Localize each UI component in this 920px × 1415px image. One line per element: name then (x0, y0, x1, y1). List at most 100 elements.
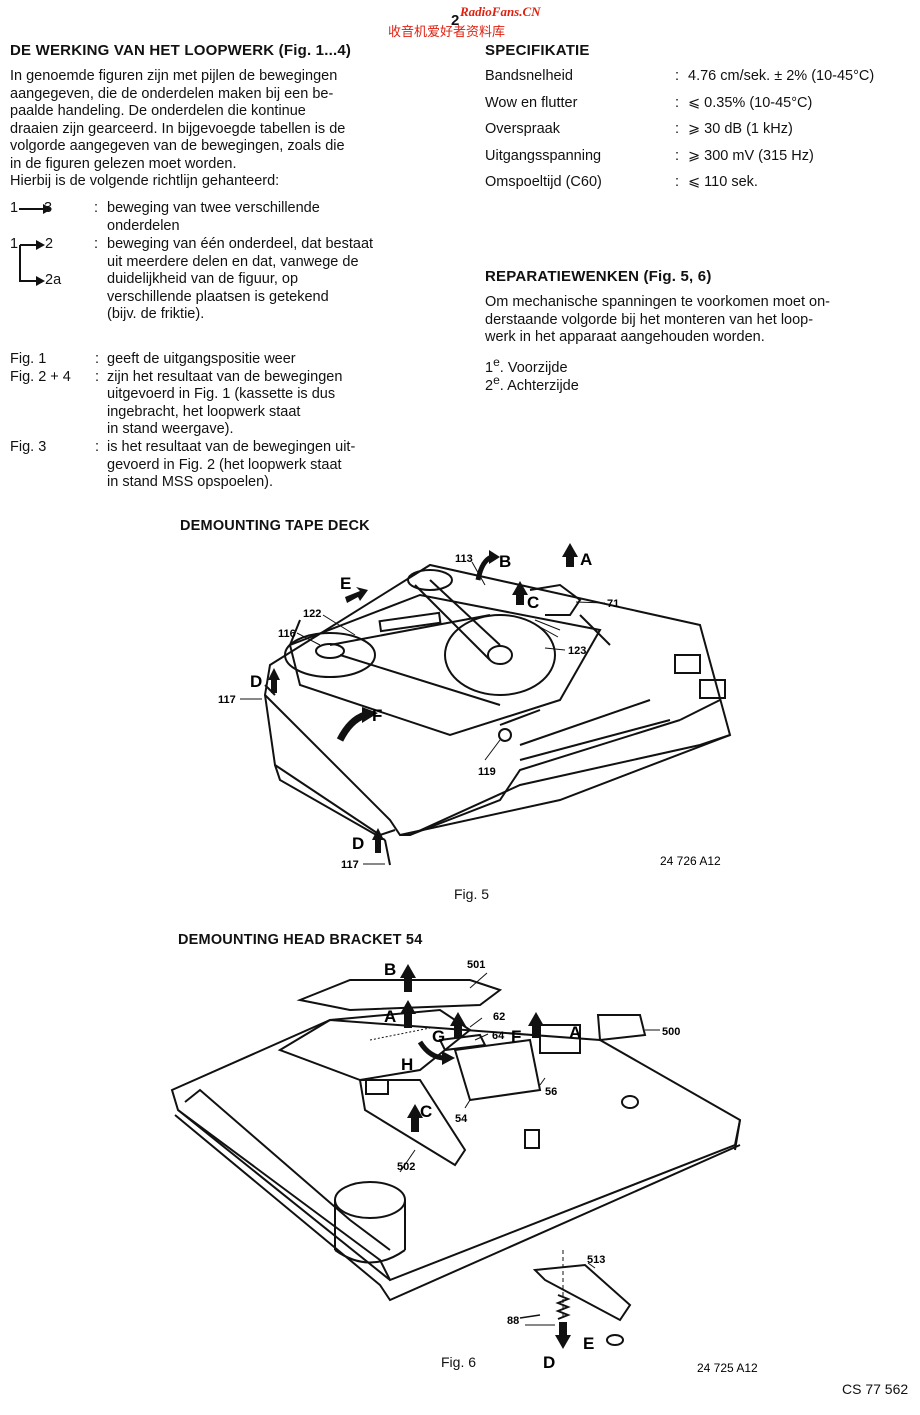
watermark-site: RadioFans.CN (460, 4, 541, 19)
fig5-label-113: 113 (455, 553, 473, 565)
fig-desc: uitgevoerd in Fig. 1 (kassette is dus (107, 386, 336, 402)
repair-step: 2e. Achterzijde (485, 373, 579, 394)
bracket-arrow-icon (19, 240, 45, 286)
fig5-label-122: 122 (303, 608, 321, 620)
fig6-label-g: G (432, 1027, 445, 1046)
watermark-cn: 收音机爱好者资料库 (388, 24, 506, 39)
fig6-title: DEMOUNTING HEAD BRACKET 54 (178, 932, 423, 948)
fig5-label-119: 119 (478, 766, 496, 778)
fig6-label-d: D (543, 1353, 555, 1372)
legend-one-part: 1 2 2a : beweging van één onderdeel, dat… (10, 236, 374, 322)
fig-desc: geeft de uitgangspositie weer (107, 351, 296, 367)
fig6-label-513: 513 (587, 1254, 605, 1266)
fig6-label-64: 64 (492, 1030, 505, 1042)
repair-line: Om mechanische spanningen te voorkomen m… (485, 294, 830, 310)
repair-heading: REPARATIEWENKEN (Fig. 5, 6) (485, 268, 712, 285)
fig-desc: in stand MSS opspoelen). (107, 474, 274, 490)
legend-text: onderdelen (107, 217, 180, 234)
spec-value: 4.76 cm/sek. ± 2% (10-45°C) (688, 68, 875, 84)
fig5-label-117: 117 (218, 694, 236, 706)
fig5-label-e: E (340, 574, 351, 593)
fig6-label-h: H (401, 1055, 413, 1074)
para-line: In genoemde figuren zijn met pijlen de b… (10, 68, 338, 84)
fig6-label-f: F (511, 1027, 521, 1046)
fig-key: Fig. 1 (10, 351, 47, 367)
fig5-label-d: D (250, 672, 262, 691)
fig-desc: in stand weergave). (107, 421, 234, 437)
fig5-label-f: F (372, 706, 382, 725)
arrow-to: 3 (44, 200, 53, 216)
spec-label: Overspraak (485, 121, 560, 137)
head-bracket-illustration: B A A G F H C D E 501 62 64 500 54 56 50… (170, 959, 758, 1375)
arrow-from: 1 (10, 236, 19, 252)
legend-text: (bijv. de friktie). (107, 306, 205, 322)
arrow-from: 1 (10, 200, 19, 216)
para-line: Hierbij is de volgende richtlijn gehante… (10, 173, 280, 189)
spec-value: ⩾ 30 dB (1 kHz) (688, 121, 793, 137)
fig5-label-b: B (499, 552, 511, 571)
legend-text: beweging van twee verschillende (107, 200, 320, 216)
para-line: aangegeven, die de onderdelen maken bij … (10, 85, 334, 102)
operation-paragraph: In genoemde figuren zijn met pijlen de b… (10, 68, 345, 191)
spec-label: Omspoeltijd (C60) (485, 174, 602, 190)
spec-label: Bandsnelheid (485, 68, 573, 84)
legend-text: duidelijkheid van de figuur, op (107, 271, 299, 287)
spec-value: ⩽ 0.35% (10-45°C) (688, 95, 813, 111)
page-number: 2 (451, 12, 460, 29)
step-text: Voorzijde (507, 359, 568, 376)
tape-deck-illustration: A B C D D E F 113 71 122 116 123 117 117… (218, 543, 732, 871)
repair-paragraph: Om mechanische spanningen te voorkomen m… (485, 294, 830, 347)
fig6-label-54: 54 (455, 1113, 468, 1125)
fig5-label-123: 123 (568, 645, 586, 657)
fig-desc: ingebracht, het loopwerk staat (107, 403, 301, 420)
step-sup: e (493, 355, 500, 369)
step-text: Achterzijde (507, 377, 579, 394)
fig-key: Fig. 2 + 4 (10, 368, 71, 385)
fig6-label-a2: A (569, 1023, 581, 1042)
fig5-label-116: 116 (278, 628, 296, 640)
spec-heading: SPECIFIKATIE (485, 42, 590, 59)
step-number: 2 (485, 377, 494, 394)
para-line: paalde handeling. De onderdelen die kont… (10, 103, 306, 119)
fig6-label-c: C (420, 1102, 432, 1121)
repair-line: derstaande volgorde bij het monteren van… (485, 311, 814, 328)
spec-value: ⩽ 110 sek. (688, 174, 758, 190)
fig5-label-71: 71 (607, 598, 619, 610)
legend-text: beweging van één onderdeel, dat bestaat (107, 236, 374, 252)
fig6-label-b: B (384, 960, 396, 979)
fig6-label-62: 62 (493, 1011, 505, 1023)
document-code: CS 77 562 (842, 1381, 909, 1397)
para-line: in de figuren gelezen moet worden. (10, 155, 237, 172)
fig5-label-117b: 117 (341, 859, 359, 871)
fig6-label-88: 88 (507, 1315, 519, 1327)
step-sup: e (493, 373, 500, 387)
arrow-to-2a: 2a (45, 272, 62, 288)
fig6-caption: Fig. 6 (441, 1354, 477, 1370)
fig6-label-56: 56 (545, 1086, 557, 1098)
spec-value: ⩾ 300 mV (315 Hz) (688, 148, 814, 164)
legend-text: uit meerdere delen en dat, vanwege de (107, 253, 359, 270)
arrow-icon (19, 204, 52, 214)
repair-step: 1e. Voorzijde (485, 355, 568, 376)
spec-label: Wow en flutter (485, 95, 578, 111)
fig6-label-501: 501 (467, 959, 485, 971)
fig5-code: 24 726 A12 (660, 854, 721, 868)
fig6-label-e: E (583, 1334, 594, 1353)
para-line: draaien zijn gearceerd. In bijgevoegde t… (10, 120, 346, 137)
para-line: volgorde aangegeven van de bewegingen, z… (10, 138, 345, 154)
fig-list: Fig. 1: geeft de uitgangspositie weer Fi… (10, 351, 356, 490)
arrow-to: 2 (45, 236, 54, 252)
fig-desc: zijn het resultaat van de bewegingen (107, 368, 343, 385)
fig5-label-a: A (580, 550, 592, 569)
fig6-label-500: 500 (662, 1026, 680, 1038)
fig6-label-502: 502 (397, 1161, 415, 1173)
fig5-label-d2: D (352, 834, 364, 853)
step-number: 1 (485, 359, 494, 376)
spec-label: Uitgangsspanning (485, 148, 602, 164)
fig-key: Fig. 3 (10, 439, 47, 455)
operation-heading: DE WERKING VAN HET LOOPWERK (Fig. 1...4) (10, 42, 352, 59)
fig5-title: DEMOUNTING TAPE DECK (180, 518, 370, 534)
fig-desc: gevoerd in Fig. 2 (het loopwerk staat (107, 456, 342, 473)
fig-desc: is het resultaat van de bewegingen uit- (107, 439, 356, 455)
fig5-caption: Fig. 5 (454, 886, 490, 902)
